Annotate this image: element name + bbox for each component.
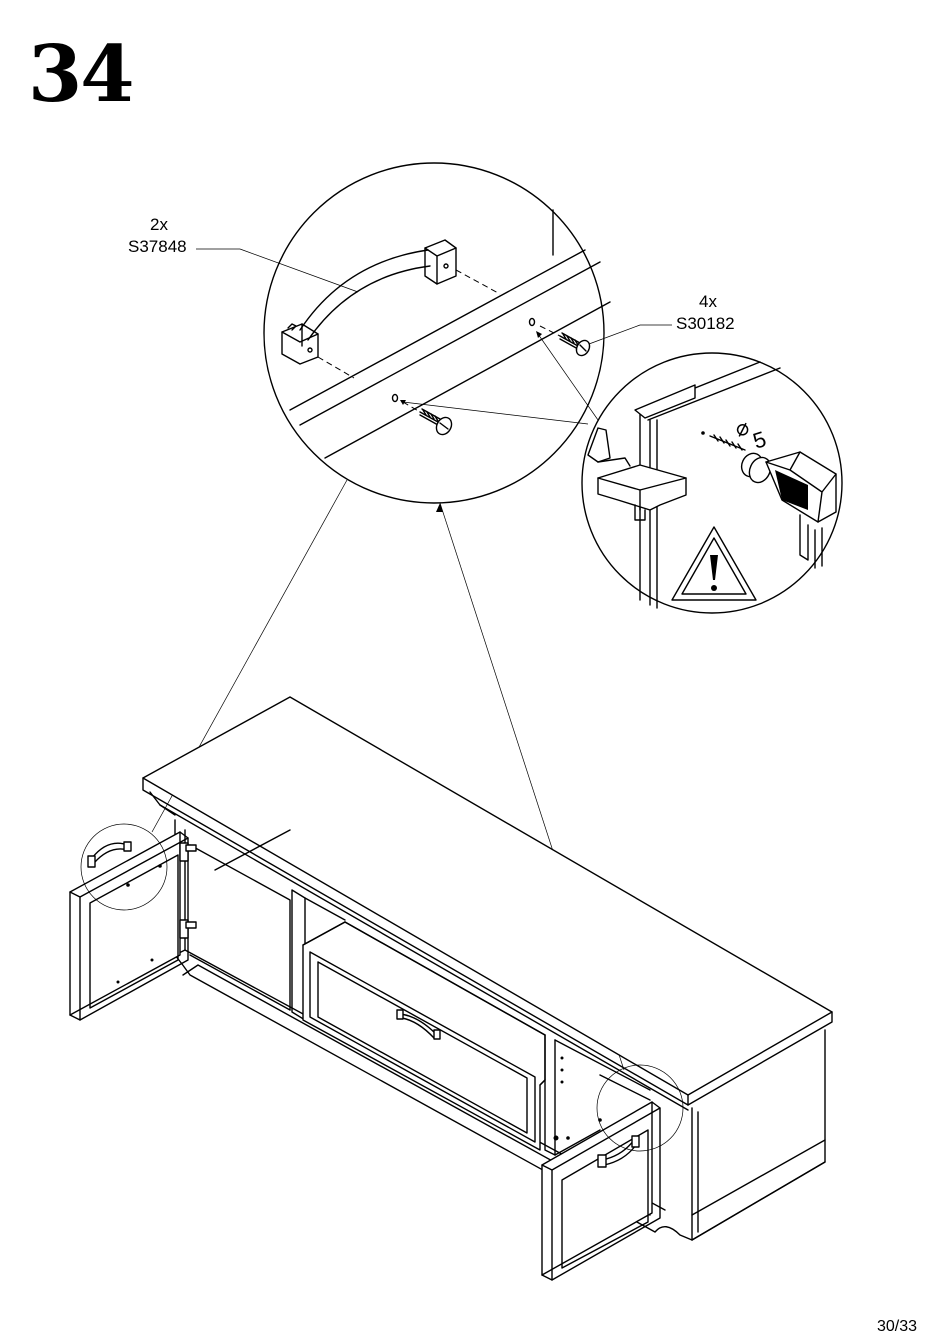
clamp-icon — [588, 385, 695, 520]
page-number: 30/33 — [877, 1318, 917, 1336]
detail-circle-drill: ⌀ 5 — [582, 353, 842, 613]
tv-cabinet — [70, 697, 832, 1280]
screw-leader-line — [589, 325, 672, 344]
right-door — [542, 1102, 660, 1280]
handle-leader-line — [196, 249, 358, 292]
drill-diameter-symbol: ⌀ — [732, 414, 752, 442]
warning-triangle-icon — [672, 527, 756, 600]
detail-circle-handle — [264, 163, 610, 503]
screw-icon-1 — [540, 326, 592, 358]
power-drill-icon — [701, 431, 836, 568]
drill-diameter-value: 5 — [750, 426, 769, 454]
handle-icon — [282, 240, 456, 364]
left-door — [70, 832, 196, 1020]
